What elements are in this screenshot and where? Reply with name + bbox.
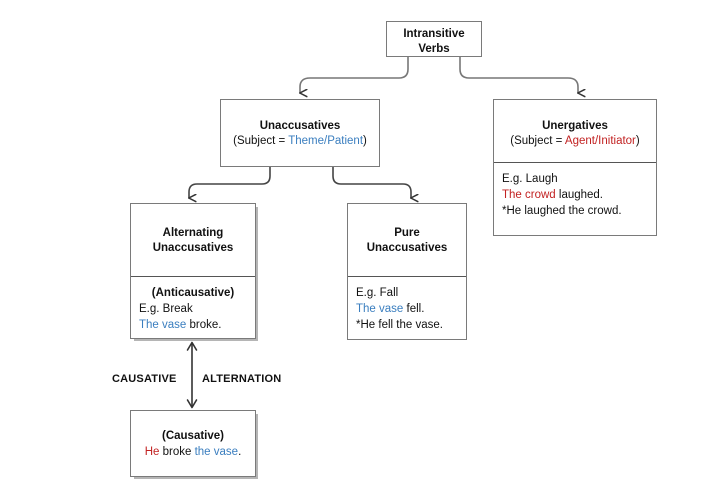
unergatives-example-line2-rest: laughed. bbox=[555, 189, 604, 202]
node-causative[interactable]: (Causative) He broke the vase. bbox=[130, 410, 256, 477]
alternating-heading-line1: Alternating bbox=[162, 227, 224, 239]
unergatives-example-line2: The crowd laughed. bbox=[502, 188, 648, 204]
pure-divider bbox=[348, 276, 466, 278]
unaccusatives-subject-role: Theme/Patient bbox=[288, 134, 364, 147]
edge-root-to-unergatives bbox=[459, 56, 578, 93]
node-intransitive-verbs[interactable]: Intransitive Verbs bbox=[386, 21, 482, 57]
causative-sentence-verb: broke bbox=[159, 445, 195, 458]
alternating-heading-line2: Unaccusatives bbox=[152, 241, 234, 254]
pure-example-line2-rest: fell. bbox=[403, 303, 425, 316]
unergatives-subject-prefix: (Subject = bbox=[510, 134, 565, 147]
pure-examples: E.g. Fall The vase fell. *He fell the va… bbox=[348, 277, 466, 333]
unaccusatives-subject-line: (Subject = Theme/Patient) bbox=[221, 134, 379, 149]
causative-sentence-subject: He bbox=[144, 445, 160, 458]
edge-root-to-unaccusatives bbox=[300, 56, 409, 93]
root-label-line1: Intransitive bbox=[403, 28, 465, 40]
unergatives-example-line2-subject: The crowd bbox=[502, 189, 556, 202]
node-alternating-unaccusatives[interactable]: Alternating Unaccusatives (Anticausative… bbox=[130, 203, 256, 339]
pure-heading-line2: Unaccusatives bbox=[366, 241, 448, 254]
unergatives-heading: Unergatives bbox=[542, 120, 608, 132]
node-pure-unaccusatives[interactable]: Pure Unaccusatives E.g. Fall The vase fe… bbox=[347, 203, 467, 340]
alternating-example-line2-rest: broke. bbox=[186, 318, 222, 331]
alternating-example-line1: E.g. Break bbox=[139, 303, 193, 316]
unaccusatives-heading: Unaccusatives bbox=[259, 120, 341, 132]
alternating-example-line2-subject: The vase bbox=[139, 318, 187, 331]
pure-example-line2: The vase fell. bbox=[356, 302, 458, 318]
edge-unaccusatives-to-pure bbox=[332, 166, 411, 198]
unergatives-subject-role: Agent/Initiator bbox=[564, 134, 636, 147]
unergatives-subject-suffix: ) bbox=[635, 134, 640, 147]
arrowhead-down-icon bbox=[186, 399, 198, 409]
alternating-divider bbox=[131, 276, 255, 278]
pure-example-line3: *He fell the vase. bbox=[356, 318, 443, 331]
edge-unaccusatives-to-alternating bbox=[189, 166, 271, 198]
pure-heading-line1: Pure bbox=[394, 227, 420, 239]
unaccusatives-subject-prefix: (Subject = bbox=[233, 134, 289, 147]
pure-example-line2-subject: The vase bbox=[356, 303, 404, 316]
node-unaccusatives[interactable]: Unaccusatives (Subject = Theme/Patient) bbox=[220, 99, 380, 167]
unergatives-example-line3: *He laughed the crowd. bbox=[502, 204, 622, 217]
unergatives-examples: E.g. Laugh The crowd laughed. *He laughe… bbox=[494, 163, 656, 219]
arrowhead-up-icon bbox=[186, 341, 198, 351]
unergatives-divider bbox=[494, 162, 656, 164]
causative-sentence-object: the vase bbox=[194, 445, 239, 458]
root-label-line2: Verbs bbox=[418, 42, 450, 55]
alternating-body-title: (Anticausative) bbox=[151, 287, 235, 300]
causative-sentence: He broke the vase. bbox=[139, 445, 247, 461]
unaccusatives-subject-suffix: ) bbox=[363, 134, 367, 147]
label-causative: CAUSATIVE bbox=[112, 373, 177, 385]
unergatives-example-line1: E.g. Laugh bbox=[502, 173, 558, 186]
alternating-example-line2: The vase broke. bbox=[139, 318, 247, 334]
causative-body-title: (Causative) bbox=[162, 430, 224, 442]
causative-body: (Causative) He broke the vase. bbox=[131, 411, 255, 460]
node-unergatives[interactable]: Unergatives (Subject = Agent/Initiator) … bbox=[493, 99, 657, 236]
label-alternation: ALTERNATION bbox=[202, 373, 282, 385]
alternating-examples: (Anticausative) E.g. Break The vase brok… bbox=[131, 277, 255, 333]
unergatives-subject-line: (Subject = Agent/Initiator) bbox=[494, 134, 656, 149]
causative-sentence-period: . bbox=[238, 445, 242, 458]
pure-example-line1: E.g. Fall bbox=[356, 287, 399, 300]
